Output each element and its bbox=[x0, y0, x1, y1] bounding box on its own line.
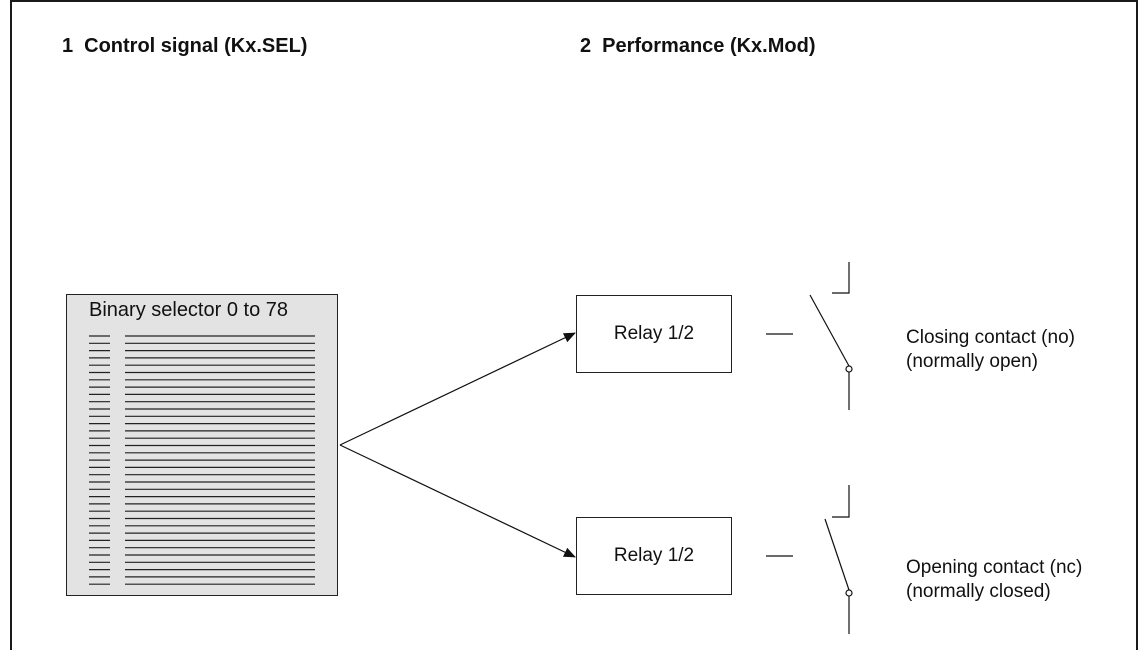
relay-label-bottom: Relay 1/2 bbox=[613, 545, 695, 566]
opening-contact-line1: Opening contact (nc) bbox=[906, 557, 1083, 578]
binary-selector-title: Binary selector 0 to 78 bbox=[89, 299, 288, 321]
relay-box-bottom: Relay 1/2 bbox=[576, 517, 732, 595]
opening-contact-line2: (normally closed) bbox=[906, 581, 1051, 602]
closing-contact-line2: (normally open) bbox=[906, 351, 1038, 372]
control-signal-number: 1 bbox=[62, 35, 74, 57]
control-signal-title: Control signal (Kx.SEL) bbox=[84, 35, 308, 57]
performance-title: Performance (Kx.Mod) bbox=[602, 35, 816, 57]
closing-contact-label: Closing contact (no) (normally open) bbox=[906, 326, 1075, 374]
performance-heading: 2 Performance (Kx.Mod) bbox=[580, 35, 816, 58]
selector-list-lines bbox=[89, 335, 315, 585]
normally-closed-switch-icon bbox=[824, 485, 853, 634]
closing-contact-line1: Closing contact (no) bbox=[906, 327, 1075, 348]
control-signal-heading: 1 Control signal (Kx.SEL) bbox=[62, 35, 307, 58]
arrow-to-top-relay bbox=[339, 332, 576, 446]
relay-label-top: Relay 1/2 bbox=[613, 323, 695, 344]
arrow-to-bottom-relay bbox=[339, 444, 576, 558]
opening-contact-label: Opening contact (nc) (normally closed) bbox=[906, 556, 1082, 604]
diagram-frame bbox=[10, 0, 1138, 650]
normally-open-switch-icon bbox=[809, 262, 853, 410]
relay-box-top: Relay 1/2 bbox=[576, 295, 732, 373]
performance-number: 2 bbox=[580, 35, 592, 57]
